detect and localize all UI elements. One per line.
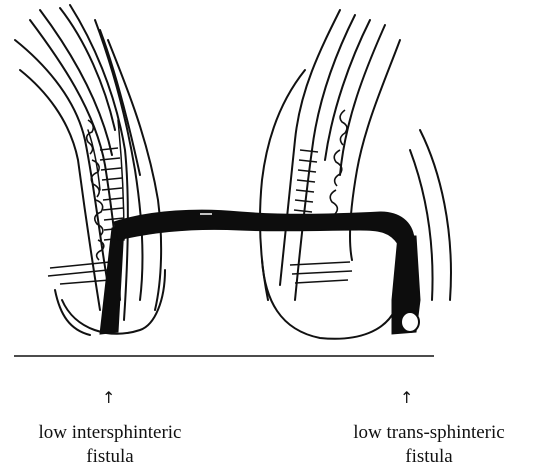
caption-trans-sphinteric: low trans-sphinteric fistula xyxy=(322,421,536,469)
arrow-up-icon: ↑ xyxy=(102,388,115,407)
caption-line-1: low intersphinteric xyxy=(0,421,220,445)
caption-intersphinteric: low intersphinteric fistula xyxy=(0,421,220,469)
right-anal-wall xyxy=(260,10,451,339)
fistula-tract xyxy=(100,210,420,334)
left-anal-wall xyxy=(15,5,165,335)
right-mucosa-texture xyxy=(330,110,347,214)
external-opening xyxy=(401,312,419,332)
caption-line-1: low trans-sphinteric xyxy=(322,421,536,445)
arrow-up-icon: ↑ xyxy=(400,388,413,407)
caption-line-2: fistula xyxy=(0,445,220,469)
caption-line-2: fistula xyxy=(322,445,536,469)
